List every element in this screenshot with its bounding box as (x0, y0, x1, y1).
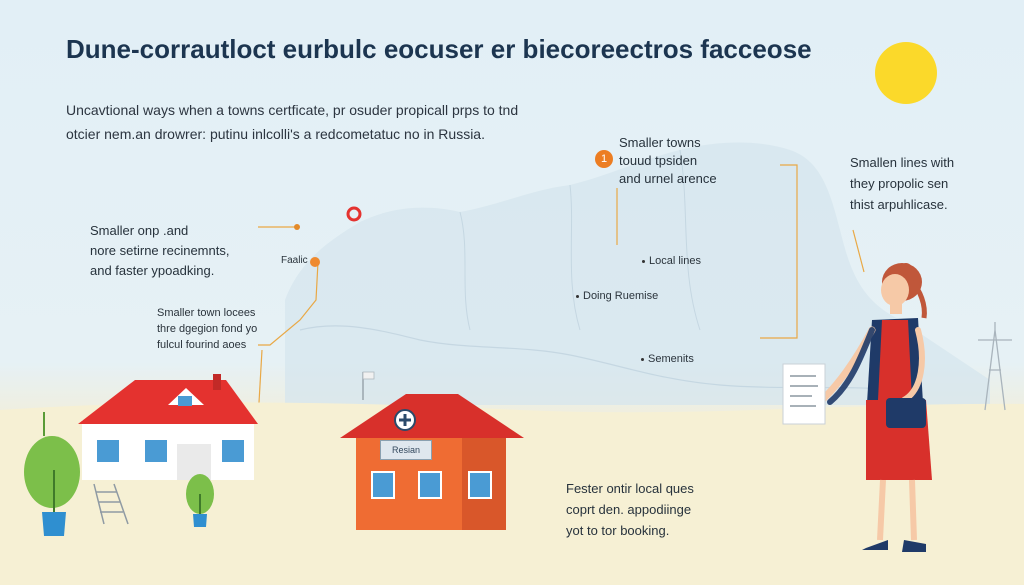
map-pin-marker-icon (346, 206, 362, 222)
intro-line: otcier nem.an drowrer: putinu inlcolli's… (66, 126, 485, 142)
callout-line: fulcul fourind aoes (157, 339, 247, 351)
intro-line: Uncavtional ways when a towns certficate… (66, 102, 519, 118)
connector-person (852, 229, 865, 273)
connector-left-mid (258, 261, 319, 346)
callout-left-mid: Smaller town locees thre dgegion fond yo… (157, 305, 257, 353)
connector-right (760, 164, 798, 339)
map-label-semenits: Semenits (641, 353, 694, 365)
callout-line: and urnel arence (619, 171, 717, 186)
callout-line: coprt den. appodiinge (566, 502, 692, 517)
tree-left-icon (24, 412, 80, 536)
callout-line: thist arpuhlicase. (850, 197, 948, 212)
page-title: Dune-corrautloct eurbulc eocuser er biec… (66, 34, 812, 64)
clinic-sign: Resian (380, 440, 432, 460)
callout-line: and faster ypoadking. (90, 263, 215, 278)
intro-paragraph: Uncavtional ways when a towns certficate… (66, 98, 536, 146)
map-label-local-lines: Local lines (642, 255, 701, 267)
woman-illustration (818, 263, 932, 552)
bullet-dot (642, 259, 645, 263)
callout-left-top: Smaller onp .and nore setirne recinemnts… (90, 221, 229, 281)
document-icon (782, 363, 826, 425)
map-label-doing: Doing Ruemise (576, 290, 658, 302)
power-pylon-icon (978, 322, 1012, 411)
sun-icon (875, 42, 937, 104)
bullet-dot (641, 357, 644, 361)
callout-right: Smallen lines with they propolic sen thi… (850, 152, 954, 215)
callout-line: Smallen lines with (850, 155, 955, 170)
bullet-dot (576, 294, 579, 298)
callout-line: yot to tor booking. (566, 523, 670, 538)
number-badge: 1 (595, 150, 613, 168)
callout-line: Fester ontir local ques (566, 481, 694, 496)
callout-map-top: Smaller towns touud tpsiden and urnel ar… (619, 134, 717, 188)
map-label-text: Local lines (649, 255, 701, 267)
callout-line: Smaller towns (619, 135, 701, 150)
callout-bottom: Fester ontir local ques coprt den. appod… (566, 478, 694, 541)
callout-line: Smaller town locees (157, 307, 256, 319)
clinic-building-illustration (340, 394, 524, 530)
callout-line: Smaller onp .and (90, 223, 189, 238)
map-pin-faalic-icon (310, 257, 320, 267)
map-pin-label: Faalic (281, 255, 308, 266)
tree-small-icon (186, 474, 214, 527)
callout-line: thre dgegion fond yo (157, 323, 258, 335)
map-label-text: Semenits (648, 353, 694, 365)
callout-line: touud tpsiden (619, 153, 698, 168)
callout-line: they propolic sen (850, 176, 949, 191)
house-illustration (78, 374, 258, 525)
map-silhouette (285, 142, 990, 405)
map-label-text: Doing Ruemise (583, 290, 659, 302)
callout-line: nore setirne recinemnts, (90, 243, 230, 258)
